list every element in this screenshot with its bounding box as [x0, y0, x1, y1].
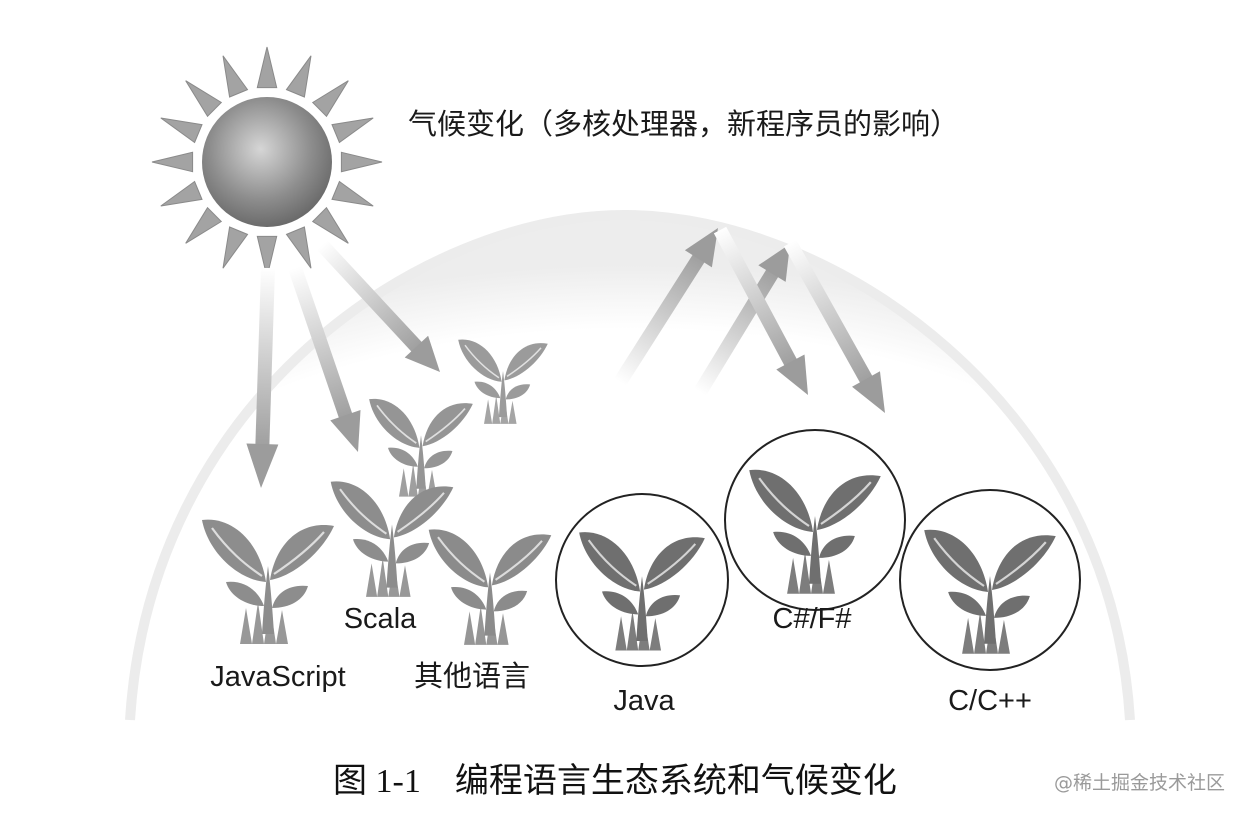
watermark: @稀土掘金技术社区 — [1054, 772, 1225, 794]
sun-ray-spike — [222, 226, 249, 269]
sun-disc — [202, 97, 332, 227]
sun-ray-spike — [311, 80, 349, 118]
sun-ray-spike — [311, 206, 349, 244]
sun-ray-spike — [185, 206, 223, 244]
language-label-java: Java — [613, 685, 675, 717]
sun-ray-spike — [331, 117, 374, 144]
sun-ray-spike — [160, 117, 203, 144]
sun-ray-spike — [185, 80, 223, 118]
language-label-scala: Scala — [344, 603, 417, 635]
protected-plants — [555, 429, 1081, 671]
sun-ray-spike — [160, 180, 203, 207]
climate-change-label: 气候变化（多核处理器，新程序员的影响） — [408, 108, 959, 141]
sun-ray-spike — [222, 55, 249, 98]
language-label-other: 其他语言 — [414, 660, 530, 693]
figure-caption: 图 1-1 编程语言生态系统和气候变化 — [333, 762, 897, 800]
sun-ray-spike — [285, 55, 312, 98]
language-label-csharp-fsharp: C#/F# — [773, 603, 852, 635]
sun-ray-spike — [256, 46, 278, 89]
language-label-javascript: JavaScript — [210, 661, 345, 693]
sun-ray-spike — [151, 151, 194, 173]
sun-ray-spike — [340, 151, 383, 173]
sun-ray-spike — [285, 226, 312, 269]
language-label-c-cpp: C/C++ — [948, 685, 1032, 717]
sun-ray-spike — [256, 235, 278, 278]
sun-ray-spike — [331, 180, 374, 207]
sun-icon — [151, 46, 383, 278]
